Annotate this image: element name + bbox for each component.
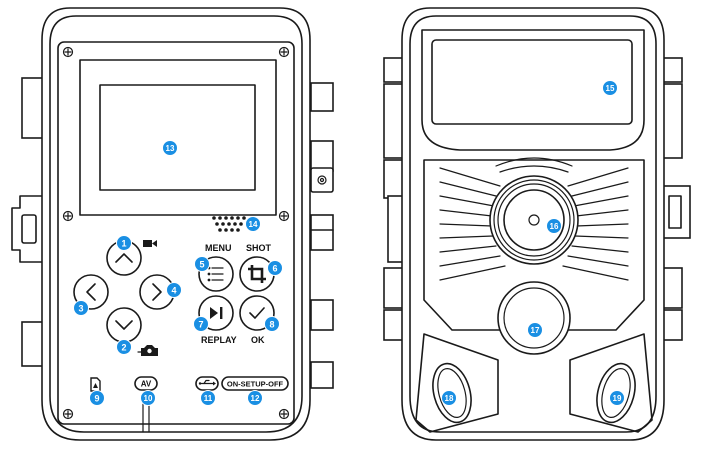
- left-tabs: [11, 77, 45, 367]
- right-arrow-icon: [152, 283, 162, 301]
- callout-number: 7: [198, 320, 203, 330]
- callout-4: 4: [166, 282, 182, 298]
- shot-label: SHOT: [246, 243, 272, 253]
- callout-1: 1: [116, 235, 132, 251]
- ok-label: OK: [251, 335, 265, 345]
- led-array-frame: [423, 159, 645, 331]
- camera-lens: [489, 175, 579, 265]
- lcd-screen: [99, 84, 256, 191]
- sd-card-icon: [90, 377, 101, 392]
- menu-list-icon: [207, 266, 224, 282]
- callout-number: 17: [531, 326, 540, 335]
- up-arrow-icon: [115, 253, 133, 263]
- callout-15: 15: [602, 80, 618, 96]
- callout-number: 16: [550, 222, 559, 231]
- lcd-screen-frame: [79, 59, 277, 216]
- callout-number: 8: [269, 320, 274, 330]
- callout-number: 19: [613, 394, 622, 403]
- left-arrow-icon: [86, 283, 96, 301]
- video-camera-icon: [143, 240, 157, 247]
- callout-number: 11: [204, 394, 213, 403]
- av-label: AV: [141, 380, 152, 389]
- callout-number: 5: [199, 260, 204, 270]
- callout-10: 10: [140, 390, 156, 406]
- front-view: [383, 7, 691, 441]
- back-body-outline: [41, 7, 311, 441]
- callout-number: 6: [272, 264, 277, 274]
- callout-11: 11: [200, 390, 216, 406]
- menu-label: MENU: [205, 243, 232, 253]
- callout-16: 16: [546, 218, 562, 234]
- control-panel: [57, 41, 295, 425]
- callout-number: 12: [251, 394, 260, 403]
- checkmark-icon: [249, 307, 265, 319]
- replay-label: REPLAY: [201, 335, 237, 345]
- side-latches: [310, 82, 334, 389]
- callout-8: 8: [264, 316, 280, 332]
- callout-number: 2: [121, 343, 126, 353]
- callout-number: 10: [144, 394, 153, 403]
- usb-icon: [198, 379, 216, 386]
- crop-icon: [248, 265, 266, 283]
- callout-7: 7: [193, 316, 209, 332]
- callout-17: 17: [527, 322, 543, 338]
- callout-9: 9: [89, 390, 105, 406]
- callout-number: 18: [445, 394, 454, 403]
- back-body-inner: [49, 15, 303, 433]
- back-view: MENU SHOT RE: [11, 7, 334, 441]
- speaker-icon: [212, 216, 246, 232]
- screws: [62, 46, 290, 420]
- callout-number: 13: [166, 144, 175, 153]
- front-clamps: [383, 57, 691, 341]
- callout-number: 1: [121, 239, 126, 249]
- power-switch-label: ON-SETUP-OFF: [227, 380, 284, 389]
- power-switch[interactable]: ON-SETUP-OFF: [221, 376, 289, 391]
- usb-port[interactable]: [195, 376, 219, 391]
- callout-6: 6: [267, 260, 283, 276]
- callout-number: 3: [78, 304, 83, 314]
- callout-2: 2: [116, 339, 132, 355]
- callout-19: 19: [609, 390, 625, 406]
- callout-12: 12: [247, 390, 263, 406]
- play-pause-icon: [210, 307, 223, 319]
- callout-number: 14: [249, 220, 258, 229]
- shot-button[interactable]: [239, 256, 275, 292]
- led-fins: [439, 157, 629, 281]
- photo-camera-icon: [141, 345, 158, 356]
- down-button[interactable]: [106, 307, 142, 343]
- av-port[interactable]: AV: [134, 376, 158, 391]
- ir-led-window: [431, 39, 633, 125]
- callout-number: 4: [171, 286, 176, 296]
- callout-number: 9: [94, 394, 99, 404]
- callout-14: 14: [245, 216, 261, 232]
- callout-5: 5: [194, 256, 210, 272]
- callout-number: 15: [606, 84, 615, 93]
- callout-13: 13: [162, 140, 178, 156]
- ir-led-panel: [421, 29, 645, 151]
- pir-sensor: [497, 281, 571, 355]
- callout-3: 3: [73, 300, 89, 316]
- front-body-inner: [409, 15, 657, 433]
- callout-18: 18: [441, 390, 457, 406]
- down-arrow-icon: [115, 320, 133, 330]
